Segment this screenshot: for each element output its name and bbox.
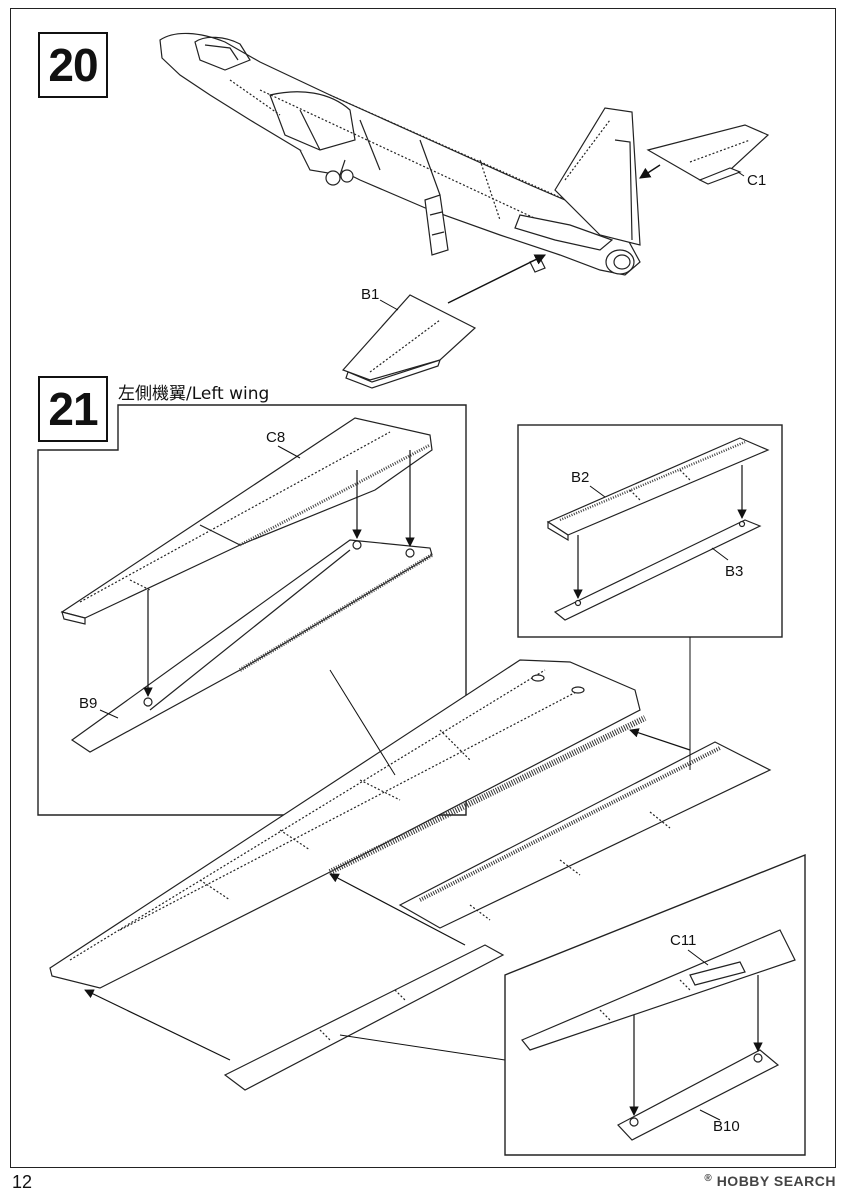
assembled-aileron (223, 944, 505, 1091)
aircraft-fuselage (159, 32, 641, 276)
part-b2-flap (546, 437, 770, 542)
part-b9-lower-wing (70, 539, 434, 753)
part-label-c8: C8 (266, 429, 286, 446)
step21-frame (37, 404, 467, 816)
part-label-b9: B9 (79, 695, 98, 712)
part-label-c11: C11 (670, 932, 697, 949)
part-label-b2: B2 (571, 469, 590, 486)
part-b10-strip (617, 1049, 780, 1141)
page-number: 12 (12, 1172, 33, 1192)
part-label-b3: B3 (725, 563, 744, 580)
assembled-flap (398, 741, 772, 929)
watermark-mark: ® (704, 1173, 713, 1184)
watermark-logo: ® HOBBY SEARCH (704, 1173, 836, 1189)
part-b1-wing-panel (341, 294, 477, 389)
assembled-wing (49, 659, 647, 989)
part-label-b1: B1 (361, 286, 380, 303)
part-b3-strip (553, 519, 762, 621)
part-c11-aileron (521, 929, 796, 1051)
step-21-caption: 左側機翼/Left wing (118, 384, 270, 404)
step-20-number: 20 (38, 32, 108, 98)
step-21-number: 21 (38, 376, 108, 442)
c11-b10-detail-frame (504, 853, 806, 1156)
part-c1-stabilizer (646, 124, 770, 185)
b2-b3-detail-frame (517, 424, 783, 638)
part-label-b10: B10 (713, 1118, 740, 1135)
part-label-c1: C1 (747, 172, 767, 189)
page-frame (10, 8, 836, 1168)
part-c8-upper-wing (60, 417, 433, 625)
watermark-text: HOBBY SEARCH (716, 1173, 836, 1189)
